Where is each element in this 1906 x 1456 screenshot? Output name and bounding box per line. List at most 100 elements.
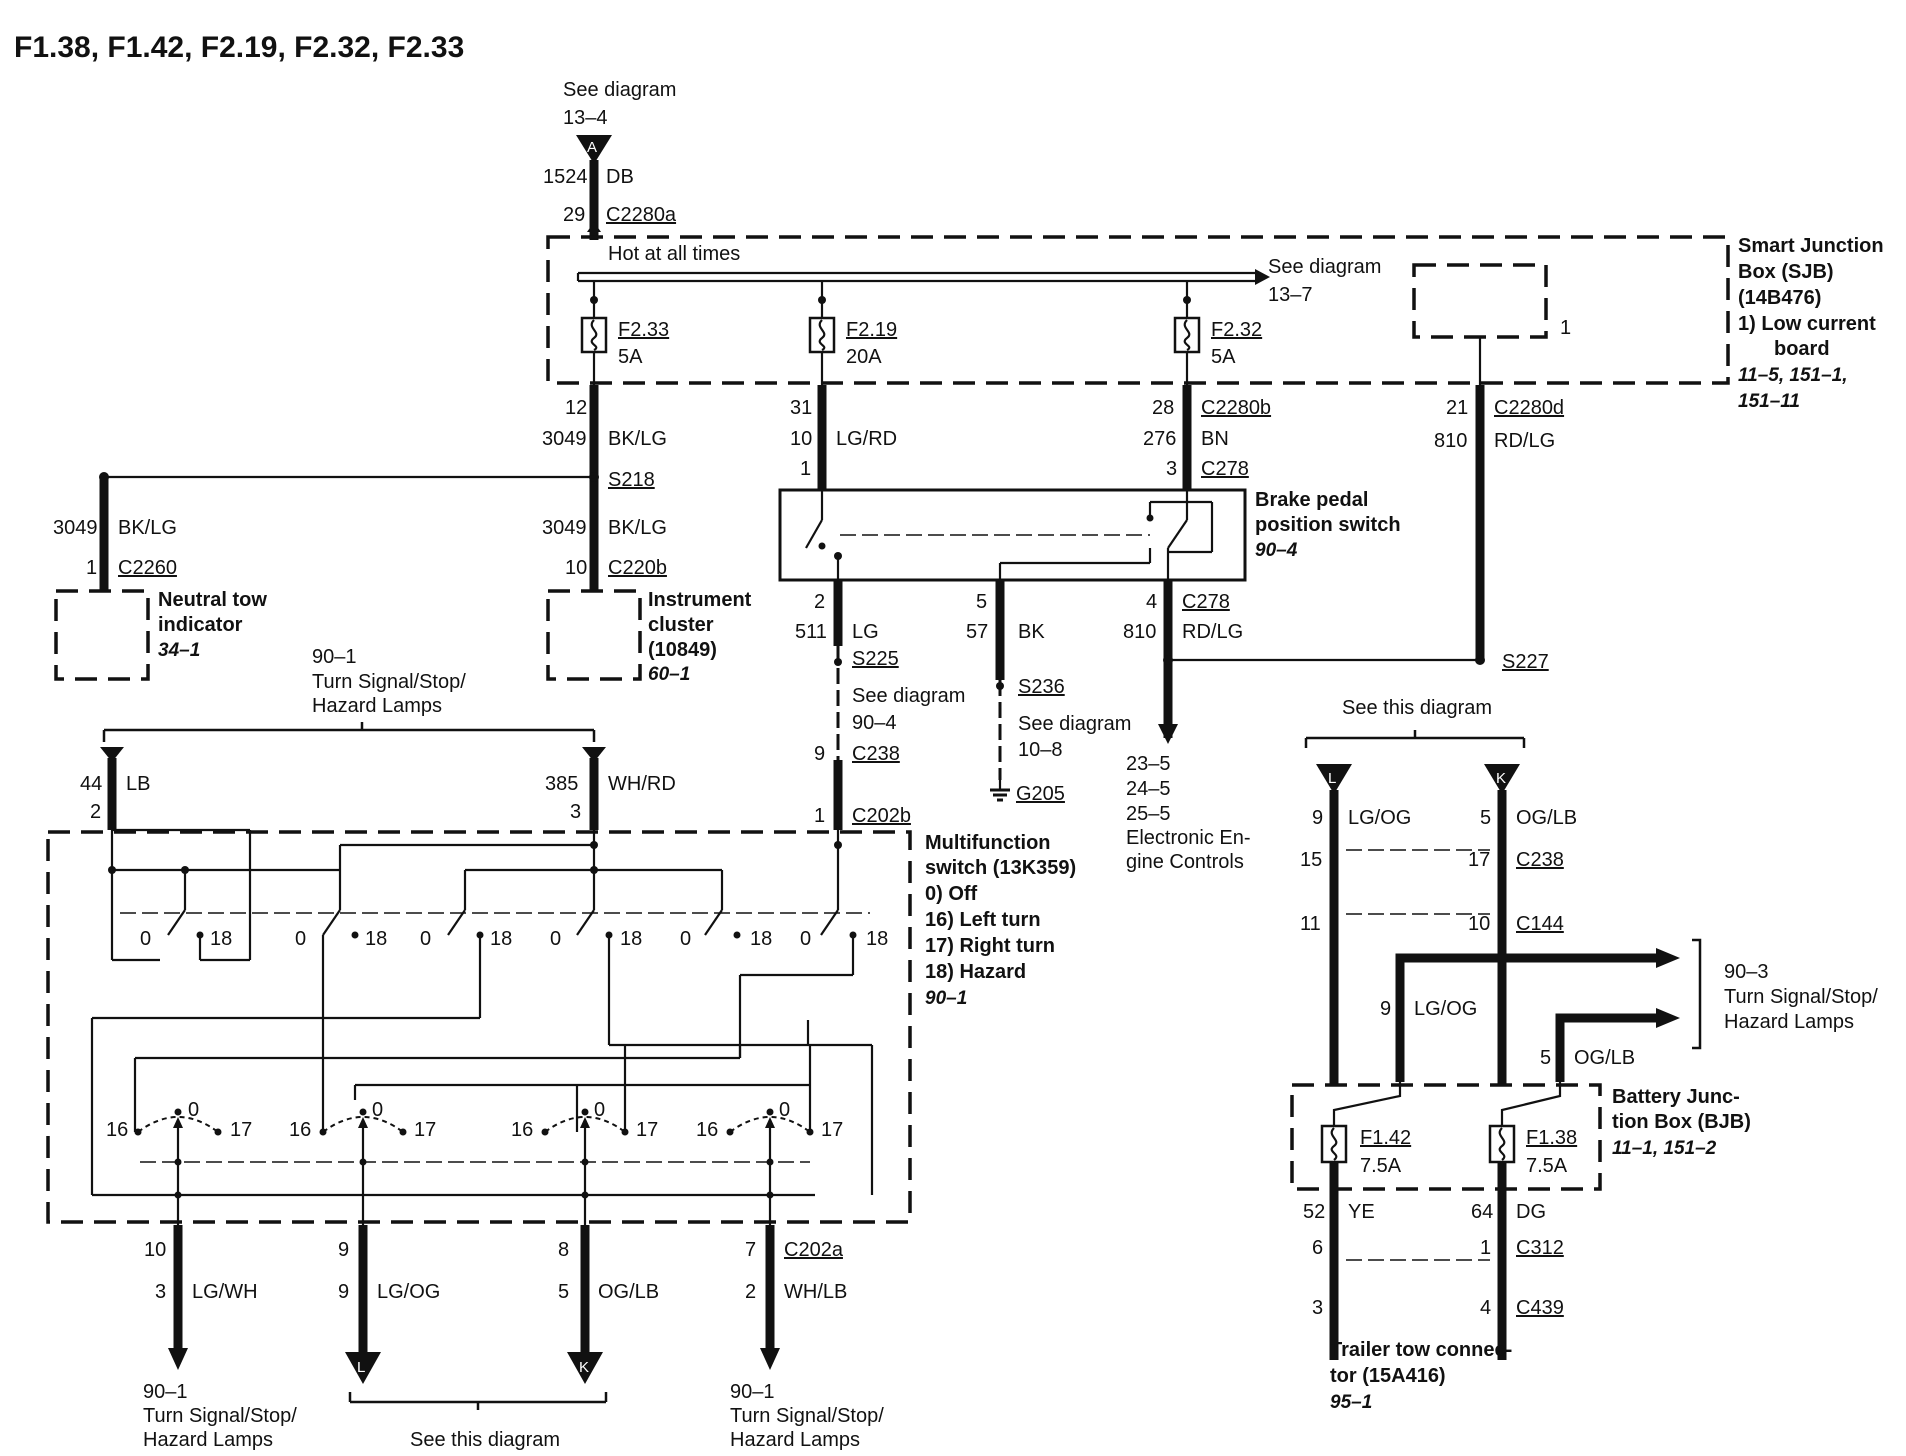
svg-text:18: 18 xyxy=(620,928,642,950)
w4-color: RD/LG xyxy=(1494,430,1555,452)
connector-c2280b: C2280b xyxy=(1201,397,1271,419)
ground-g205-label: G205 xyxy=(1016,783,1065,805)
connector-c238-mid: C238 xyxy=(852,743,900,765)
bpp-label-2: position switch xyxy=(1255,514,1401,536)
out-right-c439-pin: 4 xyxy=(1480,1297,1491,1319)
whrd-circuit: 385 xyxy=(545,773,578,795)
connector-l-right-icon: L xyxy=(1316,764,1352,794)
svg-text:0: 0 xyxy=(372,1099,383,1121)
fuse-f138-amp: 7.5A xyxy=(1526,1155,1568,1177)
sjb-label-3: (14B476) xyxy=(1738,287,1821,309)
sjb-label-1: Smart Junction xyxy=(1738,235,1884,257)
branch-lgog-arrow-icon xyxy=(1656,948,1680,968)
out-left-circuit: 52 xyxy=(1303,1201,1325,1223)
out4-pin: 7 xyxy=(745,1239,756,1261)
sjb-see-diagram-line2: 13–7 xyxy=(1268,284,1313,306)
svg-text:K: K xyxy=(1496,770,1506,787)
mfs-label-6: 18) Hazard xyxy=(925,961,1026,983)
bjb-label-2: tion Box (BJB) xyxy=(1612,1111,1751,1133)
trailer-label-1: Trailer tow connec- xyxy=(1330,1339,1512,1361)
connector-k-right-icon: K xyxy=(1484,764,1520,794)
lgwh-arrow-icon xyxy=(168,1348,188,1370)
out2-pin: 9 xyxy=(338,1239,349,1261)
bpp-switch-contacts-icon xyxy=(805,490,1214,580)
right-see-this-diagram: See this diagram xyxy=(1342,697,1492,719)
sjb-ref-1: 11–5, 151–1, xyxy=(1738,365,1848,386)
w3-bpp-pin: 3 xyxy=(1166,458,1177,480)
bpp-bk-color: BK xyxy=(1018,621,1045,643)
splice-s218-label: S218 xyxy=(608,469,655,491)
svg-text:17: 17 xyxy=(414,1119,436,1141)
trailer-ref: 95–1 xyxy=(1330,1392,1372,1413)
right-l-pin: 9 xyxy=(1312,807,1323,829)
connector-c238-right: C238 xyxy=(1516,849,1564,871)
fuse-f232-amp: 5A xyxy=(1211,346,1236,368)
out3-pin: 8 xyxy=(558,1239,569,1261)
sjb-see-diagram-line1: See diagram xyxy=(1268,256,1381,278)
svg-text:17: 17 xyxy=(230,1119,252,1141)
neutral-ref: 34–1 xyxy=(158,640,200,661)
svg-text:16: 16 xyxy=(106,1119,128,1141)
bpp-label-1: Brake pedal xyxy=(1255,489,1368,511)
bottom-left-ref-2: Turn Signal/Stop/ xyxy=(143,1405,297,1427)
svg-text:16: 16 xyxy=(511,1119,533,1141)
top-ref-line2: 13–4 xyxy=(563,107,608,129)
sjb-box xyxy=(546,235,1730,385)
trailer-label-2: tor (15A416) xyxy=(1330,1365,1446,1387)
low-current-board xyxy=(1412,263,1548,339)
cluster-label-2: cluster xyxy=(648,614,714,636)
w4-pin: 21 xyxy=(1446,397,1468,419)
bottom-right-ref-2: Turn Signal/Stop/ xyxy=(730,1405,884,1427)
svg-text:18: 18 xyxy=(210,928,232,950)
out3-circuit: 5 xyxy=(558,1281,569,1303)
low-current-board-num: 1 xyxy=(1560,317,1571,339)
branch-oglb-arrow-icon xyxy=(1656,1008,1680,1028)
branch2-color: OG/LB xyxy=(1574,1047,1635,1069)
splice-s225-label: S225 xyxy=(852,648,899,670)
lb-circuit: 44 xyxy=(80,773,102,795)
svg-text:K: K xyxy=(579,1359,589,1376)
bottom-left-ref-3: Hazard Lamps xyxy=(143,1429,273,1451)
mfs-label-1: Multifunction xyxy=(925,832,1051,854)
fuse-f142-icon xyxy=(1320,1082,1402,1164)
out4-circuit: 2 xyxy=(745,1281,756,1303)
bpp-lg-pin: 2 xyxy=(814,591,825,613)
connector-a-icon: A xyxy=(576,135,612,164)
top-ref-line1: See diagram xyxy=(563,79,676,101)
ground-g205-icon xyxy=(990,780,1010,802)
w4-circuit: 810 xyxy=(1434,430,1467,452)
bpp-lg-circuit: 511 xyxy=(795,621,827,643)
mfs-internal-wiring xyxy=(90,828,874,1230)
s225-pin2: 1 xyxy=(814,805,825,827)
w1-color: BK/LG xyxy=(608,428,667,450)
cluster-color: BK/LG xyxy=(608,517,667,539)
whlb-arrow-icon xyxy=(760,1348,780,1370)
mfs-top-positions: 0 18 0 18 0 18 0 18 0 18 0 18 xyxy=(140,928,888,950)
right-ref-bracket xyxy=(1692,938,1702,1050)
svg-text:18: 18 xyxy=(750,928,772,950)
turn-ref-top-2: Turn Signal/Stop/ xyxy=(312,671,466,693)
fuse-f138-label: F1.38 xyxy=(1526,1127,1577,1149)
right-l-c144-pin: 11 xyxy=(1300,913,1321,935)
eec-label-2: gine Controls xyxy=(1126,851,1244,873)
right-k-c238-pin: 17 xyxy=(1468,849,1490,871)
eec-label-1: Electronic En- xyxy=(1126,827,1251,849)
right-ref-2: Turn Signal/Stop/ xyxy=(1724,986,1878,1008)
fuse-f219-amp: 20A xyxy=(846,346,882,368)
wire-db-pin: 29 xyxy=(563,204,585,226)
eec-arrow-icon xyxy=(1158,724,1178,744)
connector-c312: C312 xyxy=(1516,1237,1564,1259)
fuse-f138-icon xyxy=(1488,1082,1562,1164)
out1-circuit: 3 xyxy=(155,1281,166,1303)
mfs-label-3: 0) Off xyxy=(925,883,978,905)
bottom-right-ref-3: Hazard Lamps xyxy=(730,1429,860,1451)
bjb-box xyxy=(1290,1083,1602,1191)
cluster-circuit: 3049 xyxy=(542,517,587,539)
cluster-ref: 60–1 xyxy=(648,664,690,685)
fuse-f233-label: F2.33 xyxy=(618,319,669,341)
splice-s236-label: S236 xyxy=(1018,676,1065,698)
s236-see-line1: See diagram xyxy=(1018,713,1131,735)
fuse-f233-amp: 5A xyxy=(618,346,643,368)
w3-circuit: 276 xyxy=(1143,428,1176,450)
connector-c278-top: C278 xyxy=(1201,458,1249,480)
